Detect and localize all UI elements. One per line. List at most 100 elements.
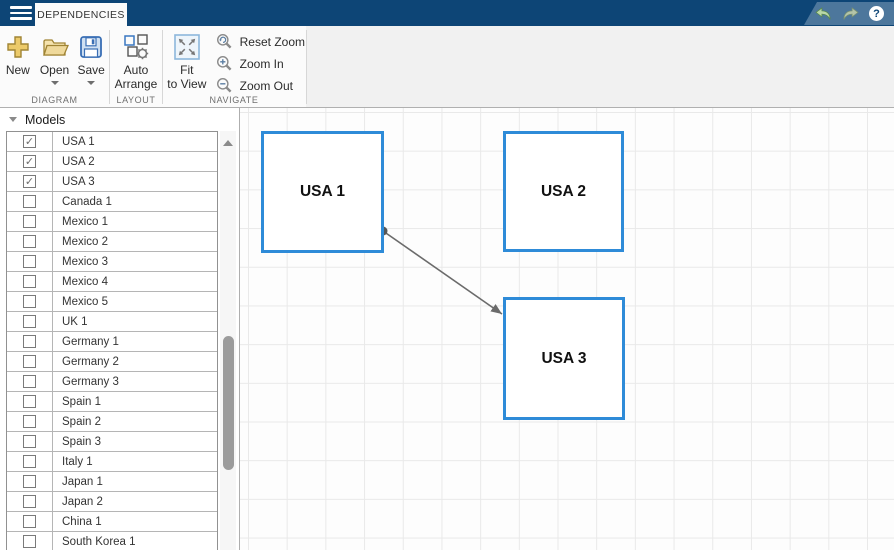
titlebar: DEPENDENCIES ? xyxy=(0,0,894,26)
model-checkbox[interactable] xyxy=(23,495,36,508)
checkbox-cell xyxy=(7,192,53,211)
save-dropdown-caret[interactable] xyxy=(87,81,96,85)
checkbox-cell xyxy=(7,512,53,531)
model-row[interactable]: UK 1 xyxy=(7,312,217,332)
zoom-in-icon xyxy=(216,56,232,71)
model-row[interactable]: Japan 2 xyxy=(7,492,217,512)
model-row[interactable]: Mexico 1 xyxy=(7,212,217,232)
dependency-edge[interactable] xyxy=(382,230,503,315)
checkbox-cell xyxy=(7,372,53,391)
diagram-node-usa3[interactable]: USA 3 xyxy=(503,297,625,420)
redo-icon xyxy=(843,6,859,20)
diagram-node-usa2[interactable]: USA 2 xyxy=(503,131,624,252)
models-scrollbar[interactable] xyxy=(220,131,236,550)
model-label: Japan 1 xyxy=(62,475,103,488)
model-row[interactable]: Spain 3 xyxy=(7,432,217,452)
model-checkbox[interactable] xyxy=(23,295,36,308)
model-checkbox[interactable] xyxy=(23,275,36,288)
model-label: Mexico 2 xyxy=(62,235,109,248)
open-button[interactable]: Open xyxy=(37,30,73,85)
model-row[interactable]: South Korea 1 xyxy=(7,532,217,550)
model-checkbox[interactable] xyxy=(23,335,36,348)
model-row[interactable]: Mexico 3 xyxy=(7,252,217,272)
model-checkbox[interactable] xyxy=(23,535,36,548)
model-label: Mexico 1 xyxy=(62,215,109,228)
models-panel-header[interactable]: Models xyxy=(0,108,65,131)
model-row[interactable]: ✓USA 3 xyxy=(7,172,217,192)
model-checkbox[interactable] xyxy=(23,435,36,448)
checkbox-cell: ✓ xyxy=(7,132,53,151)
model-checkbox[interactable] xyxy=(23,515,36,528)
save-button[interactable]: Save xyxy=(73,30,109,85)
open-dropdown-caret[interactable] xyxy=(50,81,59,85)
reset-zoom-button[interactable]: Reset Zoom xyxy=(216,33,305,50)
scroll-up-icon[interactable] xyxy=(223,140,233,146)
fit-to-view-icon xyxy=(174,30,200,63)
model-label: Spain 2 xyxy=(62,415,102,428)
section-separator xyxy=(306,30,307,104)
model-row[interactable]: China 1 xyxy=(7,512,217,532)
checkbox-cell xyxy=(7,332,53,351)
model-checkbox[interactable] xyxy=(23,255,36,268)
redo-button[interactable] xyxy=(842,6,859,21)
section-separator xyxy=(162,30,163,104)
model-checkbox[interactable] xyxy=(23,395,36,408)
model-row[interactable]: Mexico 5 xyxy=(7,292,217,312)
ribbon-sections: New Open xyxy=(0,26,307,107)
model-label: China 1 xyxy=(62,515,102,528)
model-row[interactable]: Germany 2 xyxy=(7,352,217,372)
model-row[interactable]: ✓USA 1 xyxy=(7,132,217,152)
checkbox-cell xyxy=(7,292,53,311)
new-icon xyxy=(5,30,31,63)
model-label: Mexico 3 xyxy=(62,255,109,268)
zoom-out-button[interactable]: Zoom Out xyxy=(216,77,305,94)
zoom-out-icon xyxy=(216,78,232,93)
model-label: Japan 2 xyxy=(62,495,103,508)
model-checkbox[interactable]: ✓ xyxy=(23,155,36,168)
model-label: Mexico 5 xyxy=(62,295,109,308)
model-checkbox[interactable] xyxy=(23,375,36,388)
auto-arrange-button[interactable]: Auto Arrange xyxy=(110,30,162,91)
model-checkbox[interactable] xyxy=(23,415,36,428)
model-label: Canada 1 xyxy=(62,195,112,208)
diagram-node-usa1[interactable]: USA 1 xyxy=(261,131,384,253)
undo-icon xyxy=(815,6,831,20)
help-button[interactable]: ? xyxy=(869,6,884,21)
model-row[interactable]: Spain 2 xyxy=(7,412,217,432)
new-button[interactable]: New xyxy=(0,30,36,85)
checkbox-cell: ✓ xyxy=(7,152,53,171)
help-icon: ? xyxy=(873,7,880,20)
undo-button[interactable] xyxy=(815,6,832,21)
scrollbar-thumb[interactable] xyxy=(222,336,234,470)
model-row[interactable]: Germany 1 xyxy=(7,332,217,352)
model-checkbox[interactable] xyxy=(23,455,36,468)
model-row[interactable]: Spain 1 xyxy=(7,392,217,412)
model-checkbox[interactable] xyxy=(23,355,36,368)
fit-to-view-button[interactable]: Fit to View xyxy=(167,30,207,94)
model-row[interactable]: Germany 3 xyxy=(7,372,217,392)
model-label: South Korea 1 xyxy=(62,535,136,548)
diagram-canvas[interactable]: USA 1 USA 2 USA 3 xyxy=(240,108,894,550)
model-row[interactable]: Japan 1 xyxy=(7,472,217,492)
model-checkbox[interactable]: ✓ xyxy=(23,135,36,148)
zoom-in-button[interactable]: Zoom In xyxy=(216,55,305,72)
model-row[interactable]: Mexico 2 xyxy=(7,232,217,252)
checkbox-cell: ✓ xyxy=(7,172,53,191)
model-row[interactable]: ✓ USA 2 xyxy=(7,152,217,172)
model-row[interactable]: Mexico 4 xyxy=(7,272,217,292)
model-checkbox[interactable] xyxy=(23,215,36,228)
checkbox-cell xyxy=(7,412,53,431)
model-row[interactable]: Canada 1 xyxy=(7,192,217,212)
model-checkbox[interactable] xyxy=(23,475,36,488)
model-checkbox[interactable]: ✓ xyxy=(23,175,36,188)
menu-button[interactable] xyxy=(10,6,32,20)
model-checkbox[interactable] xyxy=(23,315,36,328)
model-row[interactable]: Italy 1 xyxy=(7,452,217,472)
model-checkbox[interactable] xyxy=(23,195,36,208)
model-checkbox[interactable] xyxy=(23,235,36,248)
tab-dependencies[interactable]: DEPENDENCIES xyxy=(35,3,127,26)
model-label: USA 2 xyxy=(62,155,95,168)
